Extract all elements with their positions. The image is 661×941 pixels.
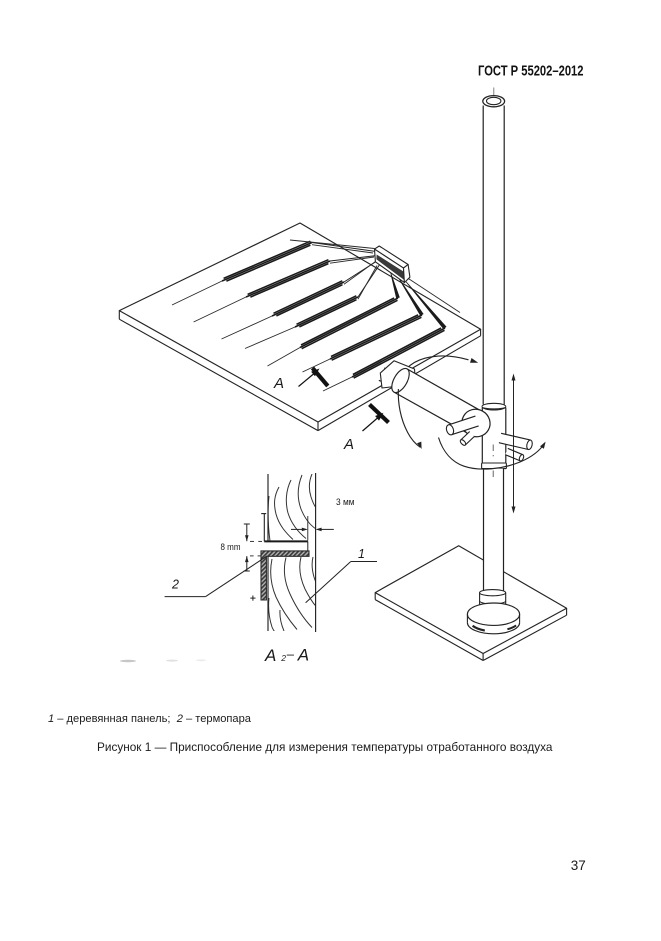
svg-text:8 mm: 8 mm [221,542,241,553]
svg-text:A: A [273,375,284,392]
svg-text:A: A [264,646,276,665]
svg-text:A: A [297,646,309,665]
svg-text:–: – [287,647,295,662]
svg-text:A: A [343,436,354,453]
svg-text:2: 2 [171,578,179,592]
svg-text:37: 37 [571,858,586,873]
svg-text:ГОСТ Р 55202–2012: ГОСТ Р 55202–2012 [478,63,584,80]
svg-text:Рисунок 1 — Приспособление для: Рисунок 1 — Приспособление для измерения… [97,740,553,754]
svg-text:3 мм: 3 мм [336,497,355,508]
svg-text:1 – деревянная панель; 2 – те: 1 – деревянная панель; 2 – термопара [48,713,252,725]
svg-text:1: 1 [358,547,365,561]
svg-text:2: 2 [280,653,286,663]
